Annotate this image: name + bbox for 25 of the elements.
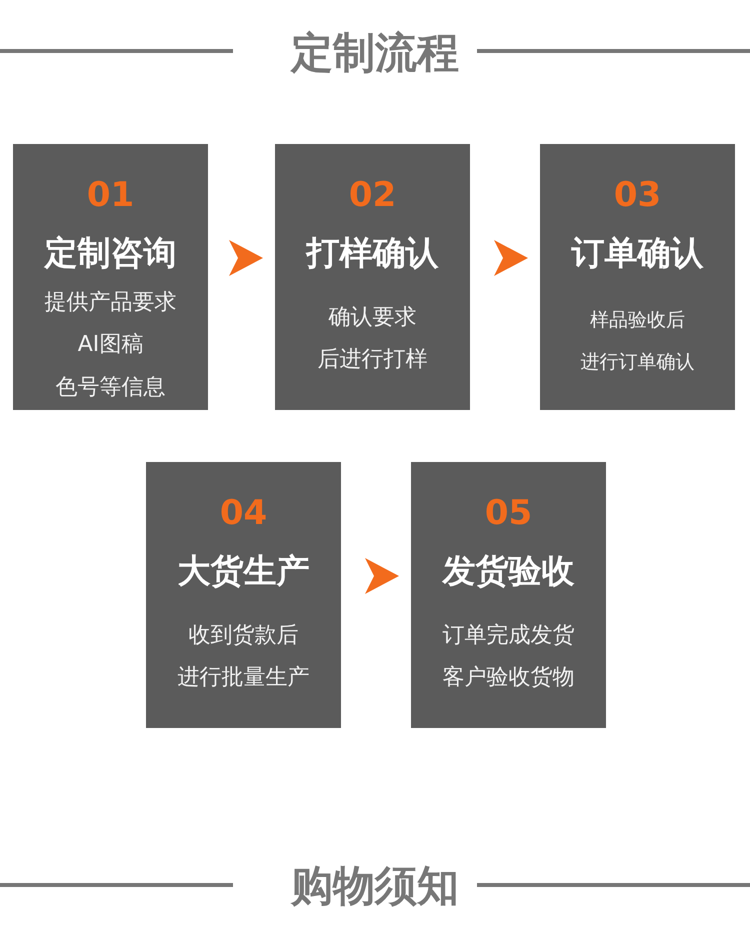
step-card bbox=[540, 144, 735, 410]
step-description: 样品验收后进行订单确认 bbox=[580, 308, 694, 375]
arrow bbox=[229, 240, 263, 276]
step-title: 订单确认 bbox=[572, 233, 704, 273]
step-number: 02 bbox=[348, 175, 396, 215]
step-title: 打样确认 bbox=[306, 233, 438, 273]
step-number: 03 bbox=[614, 175, 662, 215]
step-card bbox=[13, 144, 208, 410]
step-description: 提供产品要求AI图稿色号等信息 bbox=[44, 288, 176, 402]
section-heading: 购物须知 bbox=[291, 861, 459, 911]
step-description: 收到货款后进行批量生产 bbox=[178, 622, 310, 692]
step-number: 05 bbox=[484, 493, 532, 533]
step-title: 发货验收 bbox=[442, 551, 574, 591]
arrow bbox=[365, 558, 399, 594]
step-title: 大货生产 bbox=[178, 551, 310, 591]
step-card bbox=[411, 462, 606, 728]
step-number: 04 bbox=[220, 493, 268, 533]
step-title: 定制咨询 bbox=[44, 233, 176, 273]
step-card bbox=[275, 144, 470, 410]
step-number: 01 bbox=[86, 175, 134, 215]
arrow bbox=[494, 240, 528, 276]
step-description: 订单完成发货客户验收货物 bbox=[442, 622, 574, 692]
step-card bbox=[146, 462, 341, 728]
step-description: 确认要求后进行打样 bbox=[318, 304, 428, 374]
page-title: 定制流程 bbox=[291, 28, 459, 78]
